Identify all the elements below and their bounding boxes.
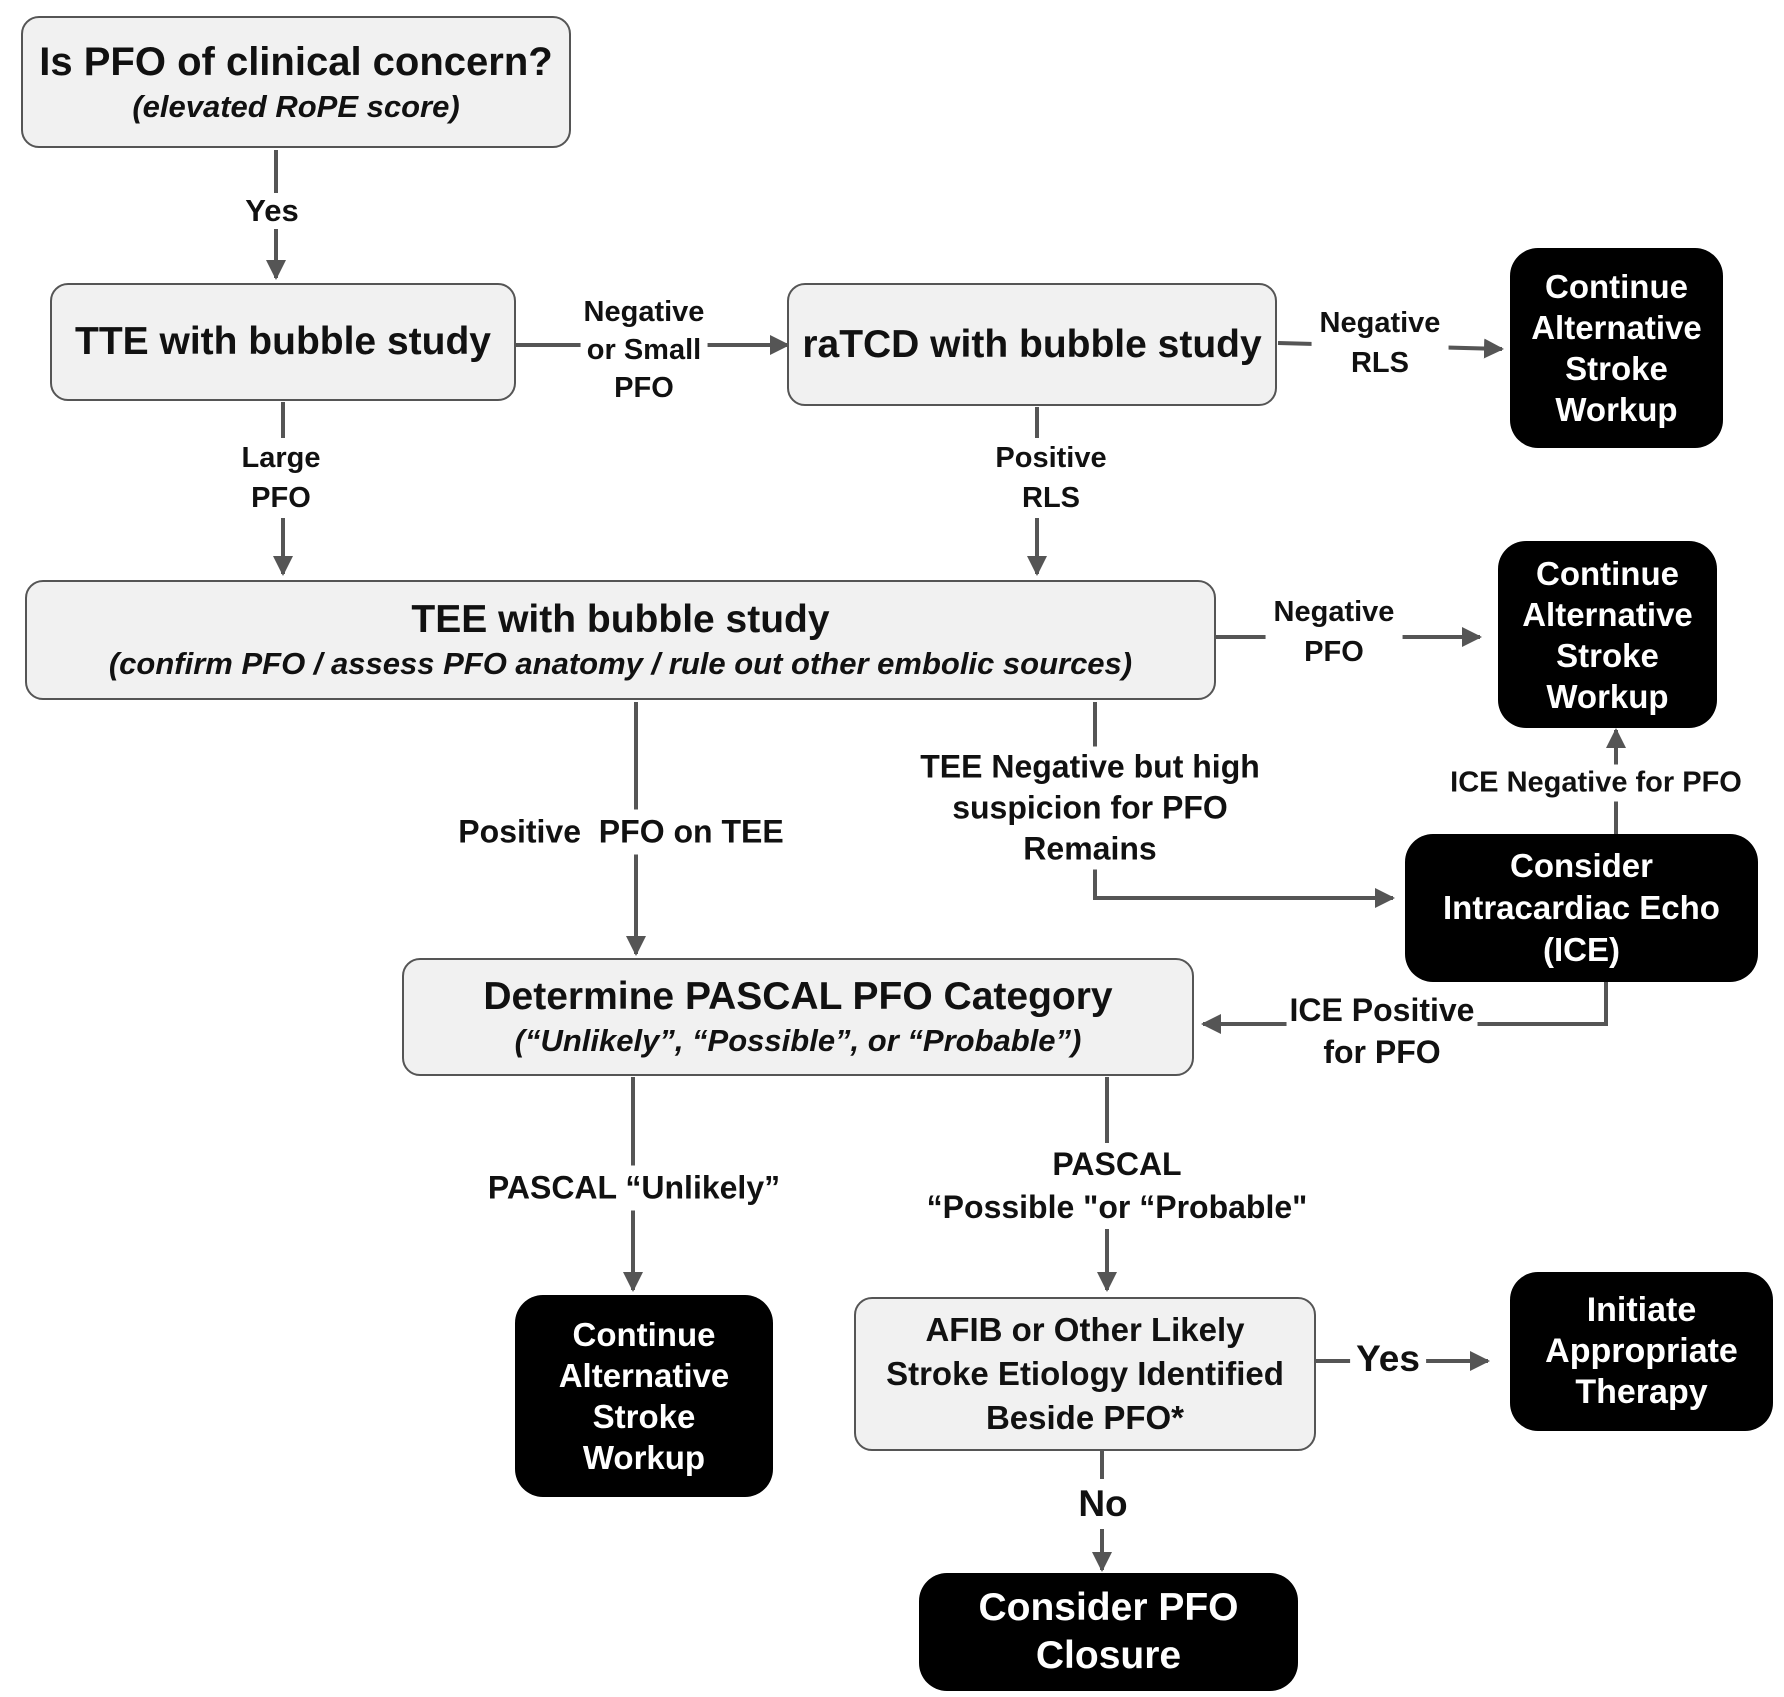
edge-label-yes-therapy: Yes xyxy=(1350,1338,1426,1380)
ice-positive-line-2: for PFO xyxy=(1323,1034,1441,1070)
pfo-concern-subtitle: (elevated RoPE score) xyxy=(132,89,460,124)
no-closure-line: No xyxy=(1078,1483,1128,1524)
pfo-concern-title: Is PFO of clinical concern? xyxy=(39,40,553,84)
pascal-unlikely-line: PASCAL “Unlikely” xyxy=(487,1169,781,1206)
negative-small-line-3: PFO xyxy=(614,372,674,404)
tee-negative-line-3: Remains xyxy=(1023,830,1157,867)
pfo-closure-box: Consider PFO Closure xyxy=(919,1573,1298,1691)
edge-label-ice-negative: ICE Negative for PFO xyxy=(1447,764,1745,802)
alt-workup-1-line-2: Alternative xyxy=(1531,309,1702,346)
alt-workup-2-line-4: Workup xyxy=(1546,677,1669,715)
edge-label-no-closure: No xyxy=(1072,1479,1134,1529)
ice-negative-line: ICE Negative for PFO xyxy=(1450,766,1742,799)
negative-small-line-1: Negative xyxy=(583,296,705,328)
tee-box: TEE with bubble study (confirm PFO / ass… xyxy=(25,580,1216,700)
positive-rls-line-1: Positive xyxy=(995,442,1107,474)
alt-workup-box-3: Continue Alternative Stroke Workup xyxy=(515,1295,773,1497)
alt-workup-1-line-1: Continue xyxy=(1545,268,1688,305)
negative-pfo-line-1: Negative xyxy=(1273,596,1395,628)
edge-label-negative-rls: Negative RLS xyxy=(1311,303,1449,383)
afib-line-1: AFIB or Other Likely xyxy=(925,1311,1245,1348)
tte-box: TTE with bubble study xyxy=(50,283,516,401)
alt-workup-3-line-4: Workup xyxy=(582,1439,706,1476)
afib-line-2: Stroke Etiology Identified xyxy=(886,1355,1284,1392)
closure-line-1: Consider PFO xyxy=(978,1586,1239,1629)
pascal-title: Determine PASCAL PFO Category xyxy=(483,975,1113,1018)
alt-workup-1-line-4: Workup xyxy=(1555,391,1678,428)
alt-workup-2-line-1: Continue xyxy=(1536,554,1679,592)
tee-subtitle: (confirm PFO / assess PFO anatomy / rule… xyxy=(108,646,1133,681)
ice-line-1: Consider xyxy=(1509,847,1654,884)
edge-label-pascal-unlikely: PASCAL “Unlikely” xyxy=(481,1165,787,1211)
ice-line-2: Intracardiac Echo xyxy=(1443,889,1720,926)
edge-label-yes-concern-line: Yes xyxy=(245,193,299,228)
edge-label-negative-pfo: Negative PFO xyxy=(1265,592,1403,672)
edge-label-tee-negative-high-suspicion: TEE Negative but high suspicion for PFO … xyxy=(917,746,1263,870)
tee-negative-line-1: TEE Negative but high xyxy=(920,748,1260,785)
pascal-possible-line-2: “Possible "or “Probable" xyxy=(926,1189,1308,1225)
therapy-line-3: Therapy xyxy=(1575,1373,1708,1411)
edge-label-yes-concern: Yes xyxy=(242,193,302,229)
edge-label-large-pfo: Large PFO xyxy=(238,438,324,518)
pascal-subtitle: (“Unlikely”, “Possible”, or “Probable”) xyxy=(514,1023,1082,1058)
pfo-concern-box: Is PFO of clinical concern? (elevated Ro… xyxy=(21,16,571,148)
positive-pfo-on-tee-line: Positive PFO on TEE xyxy=(458,813,784,850)
alt-workup-box-1: Continue Alternative Stroke Workup xyxy=(1510,248,1723,448)
large-pfo-line-2: PFO xyxy=(251,482,311,514)
alt-workup-3-line-3: Stroke xyxy=(592,1398,696,1435)
alt-workup-2-line-3: Stroke xyxy=(1556,636,1659,674)
tte-title: TTE with bubble study xyxy=(75,320,491,363)
alt-workup-box-2: Continue Alternative Stroke Workup xyxy=(1498,541,1717,728)
pascal-possible-line-1: PASCAL xyxy=(1052,1146,1182,1182)
edge-label-pascal-possible-probable: PASCAL “Possible "or “Probable" xyxy=(923,1143,1311,1229)
afib-line-3: Beside PFO* xyxy=(985,1399,1185,1436)
positive-rls-line-2: RLS xyxy=(1022,482,1080,514)
tee-negative-line-2: suspicion for PFO xyxy=(952,789,1228,826)
alt-workup-3-line-1: Continue xyxy=(572,1316,716,1353)
edge-label-positive-pfo-on-tee: Positive PFO on TEE xyxy=(452,809,790,855)
therapy-box: Initiate Appropriate Therapy xyxy=(1510,1272,1773,1431)
negative-rls-line-1: Negative xyxy=(1319,307,1441,339)
therapy-line-2: Appropriate xyxy=(1545,1332,1738,1370)
pascal-box: Determine PASCAL PFO Category (“Unlikely… xyxy=(402,958,1194,1076)
ice-line-3: (ICE) xyxy=(1543,931,1620,968)
ice-box: Consider Intracardiac Echo (ICE) xyxy=(1405,834,1758,982)
large-pfo-line-1: Large xyxy=(241,442,321,474)
edge-label-positive-rls: Positive RLS xyxy=(992,438,1110,518)
alt-workup-3-line-2: Alternative xyxy=(558,1357,730,1394)
afib-box: AFIB or Other Likely Stroke Etiology Ide… xyxy=(854,1297,1316,1451)
ratcd-box: raTCD with bubble study xyxy=(787,283,1277,406)
ice-positive-line-1: ICE Positive xyxy=(1289,992,1475,1028)
edge-label-ice-positive: ICE Positive for PFO xyxy=(1286,989,1478,1073)
negative-rls-line-2: RLS xyxy=(1350,347,1409,379)
alt-workup-2-line-2: Alternative xyxy=(1522,595,1693,633)
edge-label-negative-small-pfo: Negative or Small PFO xyxy=(580,293,708,407)
negative-small-line-2: or Small xyxy=(586,334,702,366)
negative-pfo-line-2: PFO xyxy=(1304,636,1364,668)
alt-workup-1-line-3: Stroke xyxy=(1565,350,1668,387)
yes-therapy-line: Yes xyxy=(1356,1338,1420,1379)
therapy-line-1: Initiate xyxy=(1586,1291,1697,1329)
closure-line-2: Closure xyxy=(1035,1634,1182,1677)
tee-title: TEE with bubble study xyxy=(411,598,830,641)
ratcd-title: raTCD with bubble study xyxy=(802,322,1262,366)
